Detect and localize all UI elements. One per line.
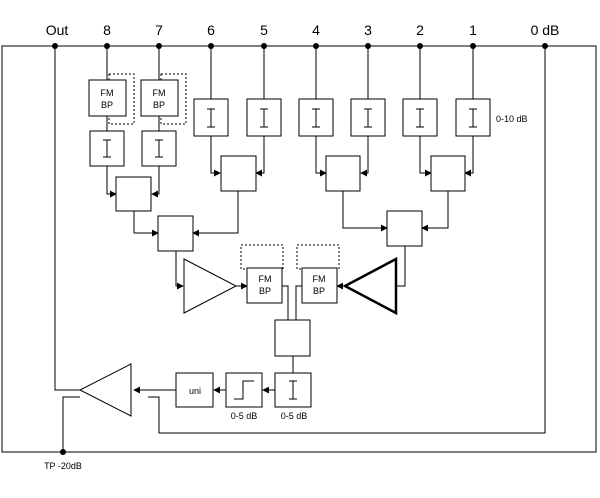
attenuator-7	[141, 130, 177, 167]
gate-box	[225, 372, 263, 408]
amplifier-right	[342, 256, 398, 316]
outer-frame	[1, 45, 597, 453]
filter-7: FM BP	[140, 73, 187, 125]
attenuator-2	[402, 98, 438, 137]
sum-box-2-1	[430, 155, 466, 192]
label-input-8: 8	[103, 22, 111, 38]
attenuator-4	[298, 98, 334, 137]
svg-text:BP: BP	[313, 286, 325, 296]
svg-text:FM: FM	[259, 274, 272, 284]
attenuator-1	[455, 98, 491, 137]
label-input-5: 5	[260, 22, 268, 38]
amplifier-left	[183, 258, 238, 314]
label-out: Out	[46, 22, 69, 38]
sum-box-8-7	[115, 176, 152, 212]
attenuator-6	[193, 98, 229, 137]
svg-text:BP: BP	[101, 100, 113, 110]
gate-range-label: 0-5 dB	[231, 411, 258, 421]
sum-box-4-3	[325, 155, 361, 192]
label-input-7: 7	[155, 22, 163, 38]
sum-box-center	[274, 319, 311, 357]
sum-box-6-5	[220, 155, 257, 192]
svg-text:FM: FM	[101, 88, 114, 98]
sum-box-right	[386, 210, 423, 247]
svg-text:FM: FM	[313, 274, 326, 284]
sum-box-left	[157, 215, 194, 252]
svg-text:BP: BP	[153, 100, 165, 110]
uni-box: uni	[175, 372, 214, 408]
filter-center-left: FM BP	[240, 244, 284, 304]
svg-text:FM: FM	[153, 88, 166, 98]
label-zero-db: 0 dB	[531, 22, 560, 38]
wiring	[54, 46, 546, 452]
attenuator-bottom	[274, 372, 312, 408]
attenuator-3	[350, 98, 386, 137]
test-point-label: TP -20dB	[44, 461, 82, 471]
attenuator-range-label: 0-10 dB	[496, 114, 528, 124]
amplifier-output	[78, 363, 132, 417]
attenuator-5	[246, 98, 282, 137]
svg-text:uni: uni	[189, 386, 201, 396]
pot-range-label: 0-5 dB	[281, 411, 308, 421]
filter-8: FM BP	[88, 73, 135, 125]
label-input-6: 6	[207, 22, 215, 38]
svg-text:BP: BP	[259, 286, 271, 296]
attenuator-8	[89, 130, 125, 167]
label-input-1: 1	[469, 22, 477, 38]
label-input-4: 4	[312, 22, 320, 38]
filter-center-right: FM BP	[296, 244, 340, 304]
label-input-2: 2	[416, 22, 424, 38]
label-input-3: 3	[364, 22, 372, 38]
